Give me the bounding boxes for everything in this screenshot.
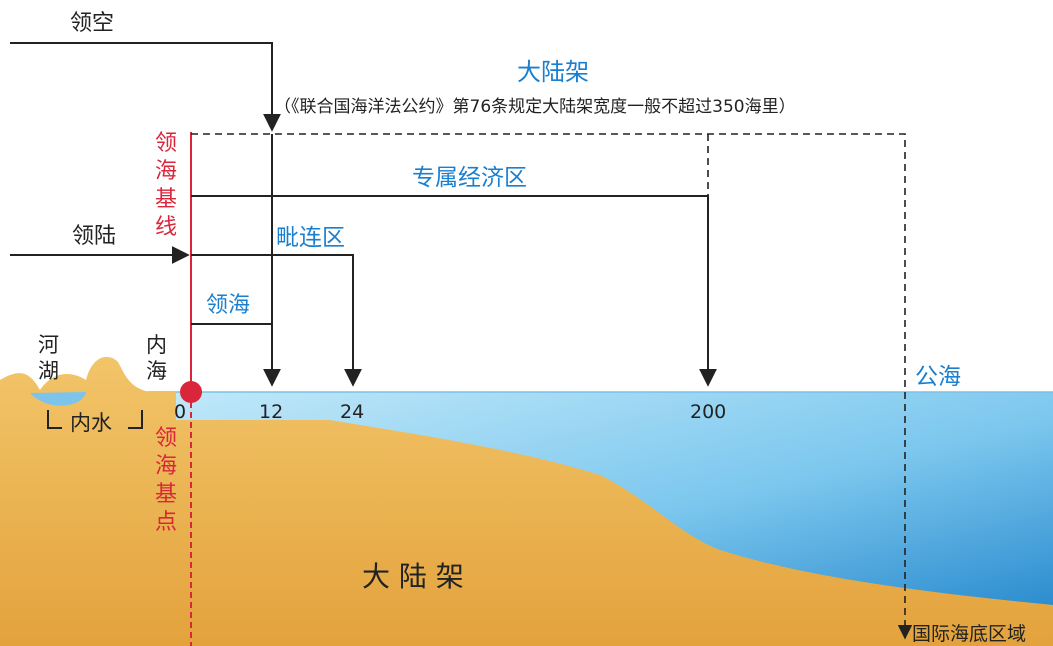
tick-12: 12 [259, 401, 283, 423]
baseline-label-4: 线 [155, 215, 177, 240]
airspace-label: 领空 [70, 11, 114, 36]
airspace-arrow [10, 42, 281, 132]
shelf-dashed-bracket [191, 133, 913, 640]
shelf-title: 大陆架 [517, 58, 589, 86]
tick-200: 200 [690, 401, 726, 423]
baseline-point-marker [180, 381, 202, 403]
baseline-label-1: 领 [155, 131, 177, 156]
shelf-bottom-label: 大 陆 架 [362, 560, 464, 593]
internal-waters-bracket-right [128, 410, 143, 429]
rivers-lakes-label-1: 河 [38, 333, 59, 357]
territorial-sea-label: 领海 [206, 293, 250, 318]
baseline-label-3: 基 [155, 187, 177, 212]
contiguous-zone-bracket [191, 254, 362, 387]
land-territory-label: 领陆 [72, 224, 116, 249]
lake-water [30, 392, 86, 406]
shelf-note: （《联合国海洋法公约》第76条规定大陆架宽度一般不超过350海里） [274, 97, 796, 117]
land-shelf [0, 356, 1053, 646]
inland-sea-label-2: 海 [146, 359, 167, 383]
tick-24: 24 [340, 401, 364, 423]
eez-bracket [191, 195, 717, 387]
inland-sea-label-1: 内 [146, 333, 167, 357]
contiguous-zone-label: 毗连区 [276, 225, 345, 251]
base-point-label-2: 海 [155, 454, 177, 479]
base-point-label-3: 基 [155, 482, 177, 507]
internal-waters-label: 内水 [70, 411, 112, 435]
tick-0: 0 [174, 401, 186, 423]
seabed-area-label: 国际海底区域 [912, 623, 1026, 645]
rivers-lakes-label-2: 湖 [38, 359, 59, 383]
base-point-label-4: 点 [155, 510, 177, 535]
eez-label: 专属经济区 [412, 165, 527, 191]
baseline-label-2: 海 [155, 159, 177, 184]
internal-waters-bracket [47, 410, 62, 429]
base-point-label-1: 领 [155, 426, 177, 451]
high-seas-label: 公海 [915, 364, 961, 390]
